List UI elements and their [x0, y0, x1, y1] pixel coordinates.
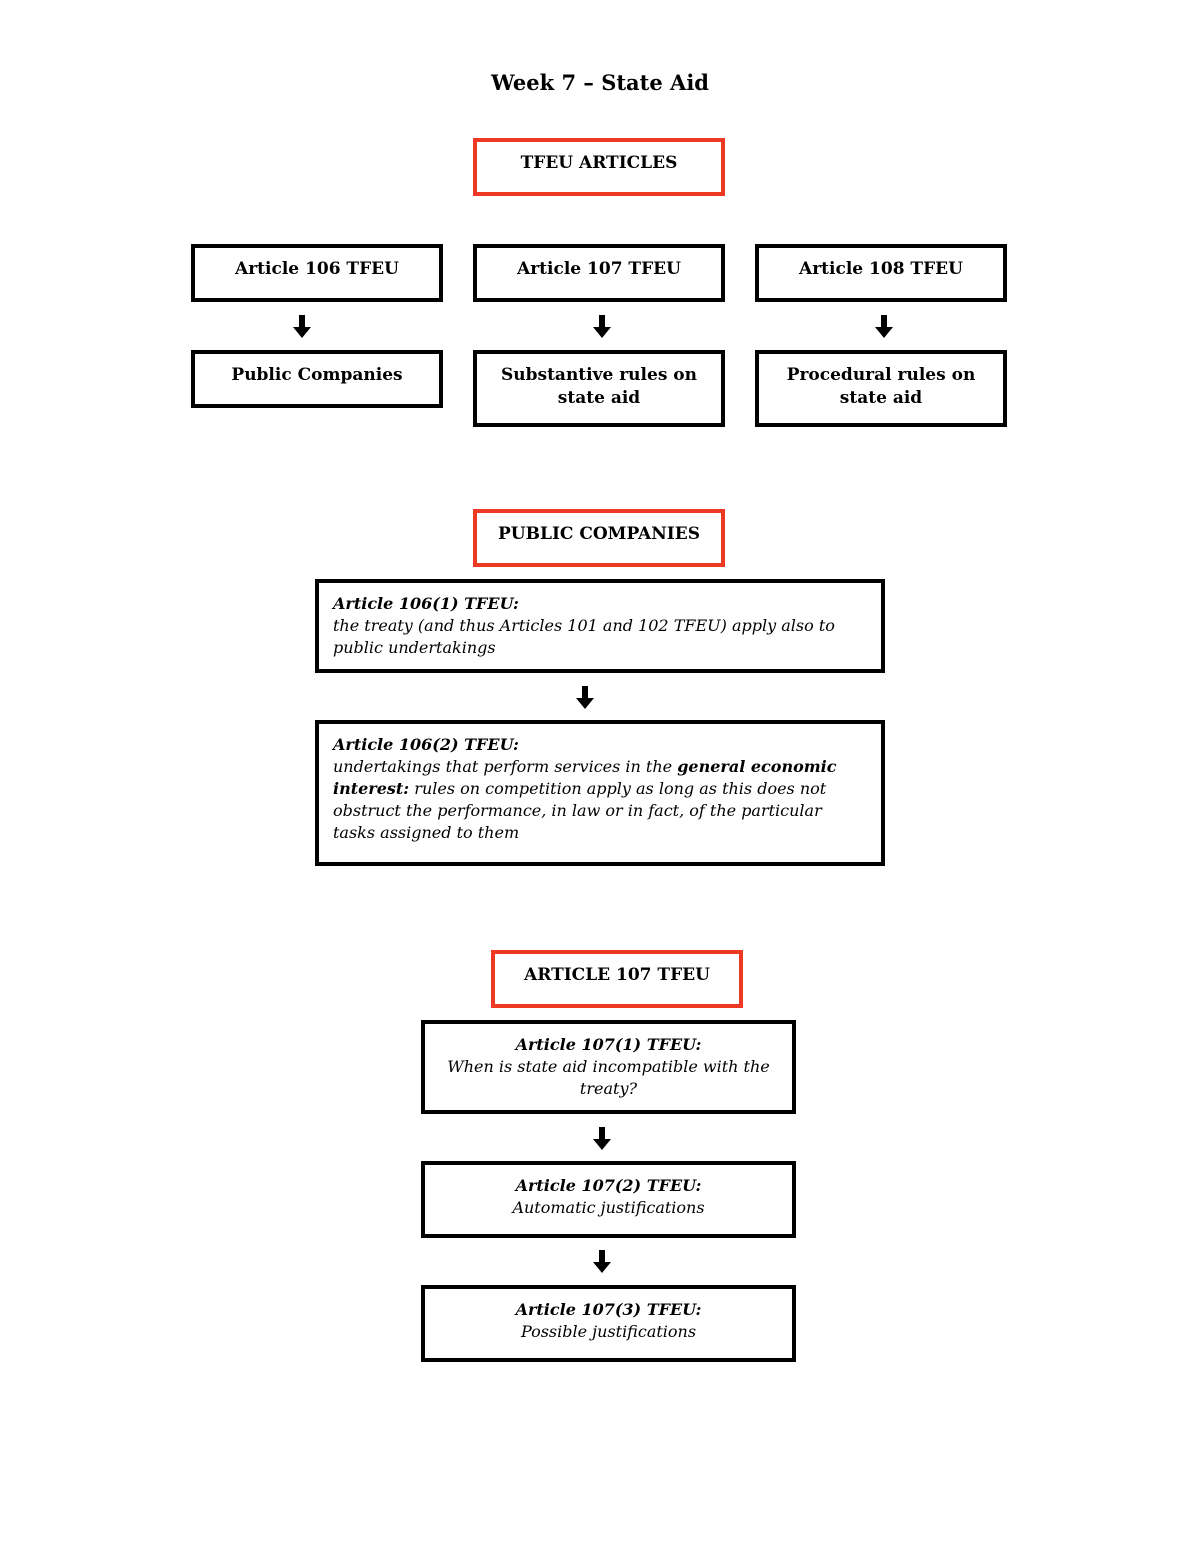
down-arrow-icon: [592, 1250, 612, 1274]
procedural-rules-box: Procedural rules on state aid: [755, 350, 1007, 427]
tfeu-articles-header: TFEU ARTICLES: [473, 138, 725, 196]
page-title: Week 7 – State Aid: [491, 70, 709, 95]
article-106-2-heading: Article 106(2) TFEU:: [333, 735, 519, 754]
article-107-header: ARTICLE 107 TFEU: [491, 950, 743, 1008]
article-108-box: Article 108 TFEU: [755, 244, 1007, 302]
substantive-rules-box: Substantive rules on state aid: [473, 350, 725, 427]
article-106-2-text-before: undertakings that perform services in th…: [333, 757, 678, 776]
public-companies-label: Public Companies: [231, 365, 403, 385]
article-106-1-heading: Article 106(1) TFEU:: [333, 594, 519, 613]
down-arrow-icon: [592, 315, 612, 339]
article-107-2-text: Automatic justifications: [512, 1198, 705, 1217]
article-107-1-box: Article 107(1) TFEU: When is state aid i…: [421, 1020, 796, 1114]
article-106-1-box: Article 106(1) TFEU: the treaty (and thu…: [315, 579, 885, 673]
article-107-label: Article 107 TFEU: [517, 259, 681, 279]
down-arrow-icon: [592, 1127, 612, 1151]
article-107-header-label: ARTICLE 107 TFEU: [524, 965, 710, 985]
article-107-box: Article 107 TFEU: [473, 244, 725, 302]
article-106-2-text: undertakings that perform services in th…: [333, 756, 867, 844]
substantive-rules-label: Substantive rules on state aid: [500, 365, 698, 408]
article-108-label: Article 108 TFEU: [799, 259, 963, 279]
article-107-3-box: Article 107(3) TFEU: Possible justificat…: [421, 1285, 796, 1362]
down-arrow-icon: [575, 686, 595, 710]
public-companies-header: PUBLIC COMPANIES: [473, 509, 725, 567]
article-107-2-box: Article 107(2) TFEU: Automatic justifica…: [421, 1161, 796, 1238]
article-107-2-heading: Article 107(2) TFEU:: [515, 1176, 702, 1195]
article-106-label: Article 106 TFEU: [235, 259, 399, 279]
article-106-2-box: Article 106(2) TFEU: undertakings that p…: [315, 720, 885, 866]
down-arrow-icon: [292, 315, 312, 339]
down-arrow-icon: [874, 315, 894, 339]
public-companies-box: Public Companies: [191, 350, 443, 408]
article-106-box: Article 106 TFEU: [191, 244, 443, 302]
general-economic-interest-term: general economic interest:: [333, 757, 837, 798]
tfeu-articles-header-label: TFEU ARTICLES: [520, 153, 678, 173]
article-107-3-text: Possible justifications: [520, 1322, 697, 1341]
public-companies-header-label: PUBLIC COMPANIES: [498, 524, 700, 544]
article-106-2-text-after: rules on competition apply as long as th…: [333, 779, 827, 842]
article-107-1-heading: Article 107(1) TFEU:: [515, 1035, 702, 1054]
article-107-3-heading: Article 107(3) TFEU:: [515, 1300, 702, 1319]
article-106-1-text: the treaty (and thus Articles 101 and 10…: [333, 616, 835, 657]
article-107-1-text: When is state aid incompatible with the …: [447, 1057, 770, 1098]
procedural-rules-label: Procedural rules on state aid: [786, 365, 976, 408]
